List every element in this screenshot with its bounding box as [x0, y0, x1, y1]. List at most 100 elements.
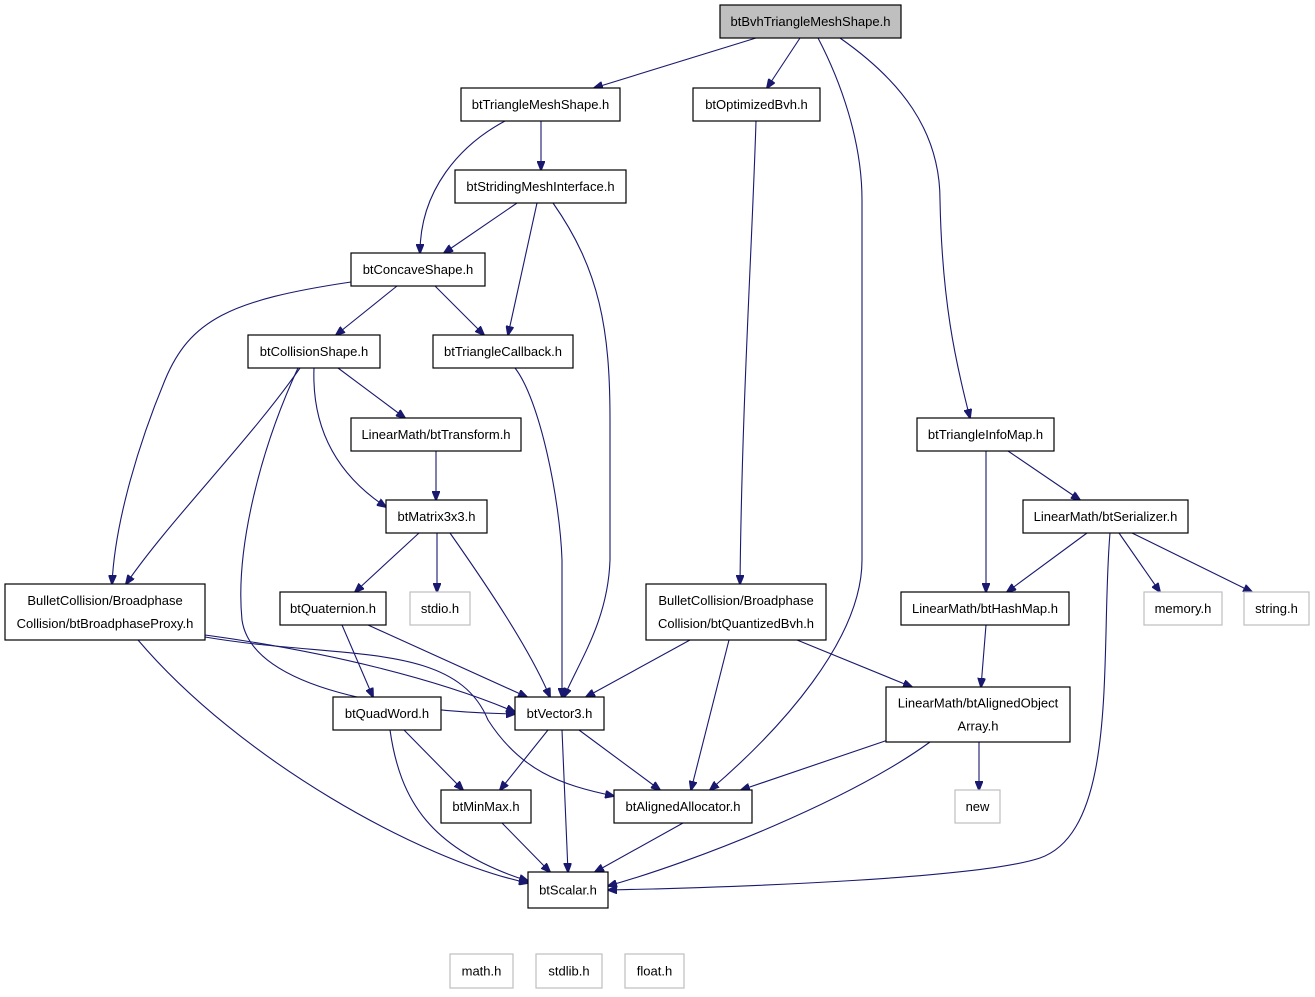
node-obvh[interactable]: btOptimizedBvh.h — [692, 87, 821, 122]
edge-minmax-scalar — [501, 822, 550, 872]
edge-bproxy-alloc — [204, 636, 614, 796]
node-box — [645, 583, 827, 641]
node-box — [692, 87, 821, 122]
node-label: Collision/btBroadphaseProxy.h — [17, 616, 194, 631]
node-stdio: stdio.h — [409, 591, 471, 626]
node-quadword[interactable]: btQuadWord.h — [332, 696, 442, 731]
node-stdlib: stdlib.h — [535, 953, 603, 989]
node-new: new — [954, 789, 1001, 824]
node-qbvh[interactable]: BulletCollision/BroadphaseCollision/btQu… — [645, 583, 827, 641]
edge-qbvh-alloc — [691, 639, 730, 790]
node-label: Collision/btQuantizedBvh.h — [658, 616, 814, 631]
node-label: float.h — [637, 964, 672, 979]
node-box — [514, 696, 605, 731]
node-hashmap[interactable]: LinearMath/btHashMap.h — [900, 591, 1070, 626]
node-box — [1143, 591, 1223, 626]
edge-hashmap-aoa — [981, 624, 987, 687]
node-float: float.h — [624, 953, 685, 989]
node-label: LinearMath/btHashMap.h — [912, 601, 1058, 616]
node-label: btTriangleInfoMap.h — [928, 427, 1043, 442]
node-transform[interactable]: LinearMath/btTransform.h — [350, 417, 522, 452]
node-label: Array.h — [958, 719, 999, 734]
node-memory: memory.h — [1143, 591, 1223, 626]
node-smi[interactable]: btStridingMeshInterface.h — [454, 169, 627, 204]
edges — [112, 38, 1252, 890]
node-box — [332, 696, 442, 731]
node-label: btOptimizedBvh.h — [705, 97, 808, 112]
node-label: btScalar.h — [539, 883, 597, 898]
node-label: btCollisionShape.h — [260, 344, 368, 359]
edge-bproxy-scalar — [137, 639, 528, 883]
node-label: new — [966, 799, 990, 814]
edge-tinfo-serial — [1007, 450, 1080, 500]
edge-obvh-qbvh — [740, 120, 757, 584]
edge-matrix-quat — [355, 532, 420, 592]
node-box — [916, 417, 1055, 452]
edge-vector-alloc — [578, 729, 660, 790]
node-box — [247, 334, 381, 369]
node-label: btConcaveShape.h — [363, 262, 474, 277]
edge-collision-matrix — [313, 367, 386, 507]
node-label: btQuaternion.h — [290, 601, 376, 616]
edge-root-alloc — [710, 37, 863, 790]
edge-quat-quadword — [341, 624, 373, 697]
node-box — [1022, 499, 1189, 534]
edge-alloc-scalar — [595, 822, 684, 872]
node-tms[interactable]: btTriangleMeshShape.h — [460, 87, 621, 122]
node-serial[interactable]: LinearMath/btSerializer.h — [1022, 499, 1189, 534]
edge-smi-vector — [552, 202, 611, 697]
edge-serial-scalar — [608, 532, 1111, 890]
node-box — [454, 169, 627, 204]
node-box — [460, 87, 621, 122]
node-box — [535, 953, 603, 989]
edge-smi-tricb — [508, 202, 538, 335]
node-box — [527, 871, 609, 909]
edge-tricb-vector — [514, 367, 562, 697]
edge-root-obvh — [767, 37, 801, 88]
node-collision[interactable]: btCollisionShape.h — [247, 334, 381, 369]
node-string: string.h — [1243, 591, 1310, 626]
edge-concave-bproxy — [112, 281, 352, 584]
edge-smi-concave — [444, 202, 518, 253]
edge-bproxy-vector — [204, 634, 515, 712]
node-concave[interactable]: btConcaveShape.h — [350, 252, 486, 287]
edge-concave-tricb — [434, 285, 484, 335]
nodes: btBvhTriangleMeshShape.h btTriangleMeshSh… — [4, 4, 1310, 989]
node-box — [432, 334, 574, 369]
edge-qbvh-vector — [586, 639, 691, 697]
node-minmax[interactable]: btMinMax.h — [440, 789, 532, 824]
node-box — [719, 4, 902, 39]
edge-root-tms — [594, 37, 757, 88]
node-scalar[interactable]: btScalar.h — [527, 871, 609, 909]
node-vector[interactable]: btVector3.h — [514, 696, 605, 731]
node-box — [954, 789, 1001, 824]
node-tricb[interactable]: btTriangleCallback.h — [432, 334, 574, 369]
node-bproxy[interactable]: BulletCollision/BroadphaseCollision/btBr… — [4, 583, 206, 641]
node-alloc[interactable]: btAlignedAllocator.h — [613, 789, 753, 824]
node-box — [385, 499, 488, 534]
edge-tms-concave — [420, 120, 506, 253]
node-box — [409, 591, 471, 626]
node-label: BulletCollision/Broadphase — [658, 593, 813, 608]
node-label: stdio.h — [421, 601, 459, 616]
edge-quat-vector — [367, 624, 527, 697]
node-root[interactable]: btBvhTriangleMeshShape.h — [719, 4, 902, 39]
node-label: btTriangleCallback.h — [444, 344, 562, 359]
node-label: btStridingMeshInterface.h — [466, 179, 614, 194]
node-label: btBvhTriangleMeshShape.h — [731, 14, 891, 29]
node-tinfo[interactable]: btTriangleInfoMap.h — [916, 417, 1055, 452]
node-label: LinearMath/btAlignedObject — [898, 696, 1059, 711]
node-matrix[interactable]: btMatrix3x3.h — [385, 499, 488, 534]
node-math: math.h — [449, 953, 514, 989]
edge-concave-collision — [336, 285, 398, 335]
node-label: LinearMath/btTransform.h — [361, 427, 510, 442]
edge-quadword-minmax — [403, 729, 463, 790]
edge-vector-scalar — [561, 729, 568, 872]
node-box — [624, 953, 685, 989]
node-label: stdlib.h — [548, 964, 589, 979]
node-label: string.h — [1255, 601, 1298, 616]
node-quat[interactable]: btQuaternion.h — [279, 591, 387, 626]
edge-collision-transform — [337, 367, 405, 418]
